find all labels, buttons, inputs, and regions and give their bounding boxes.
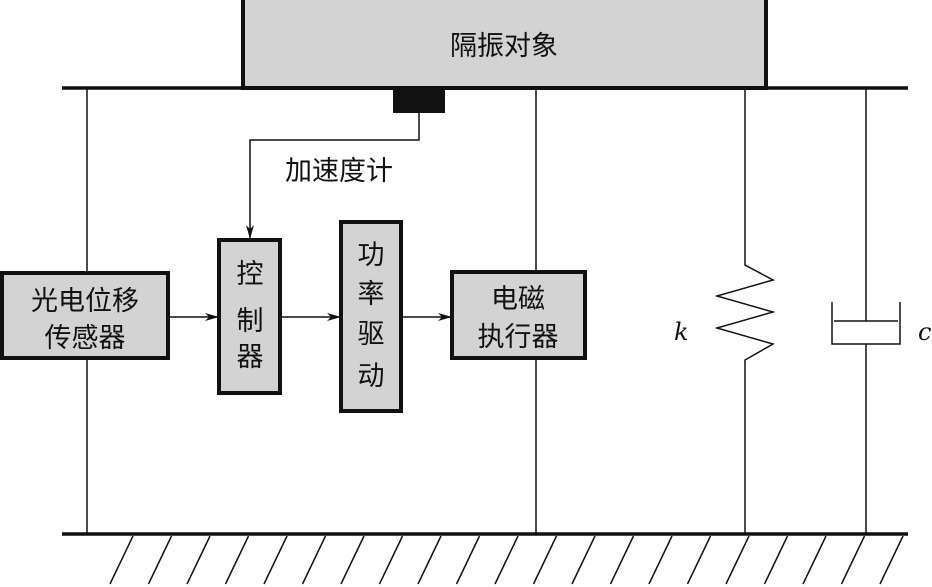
hatch-line [763, 535, 789, 585]
hatch-line [455, 535, 481, 585]
sensor-label-line1: 光电位移 [31, 286, 139, 317]
damping-coefficient-label: c [918, 318, 931, 346]
power-drive-char: 率 [358, 279, 385, 310]
ground-hatching [109, 535, 904, 585]
hatch-line [224, 535, 250, 585]
electromagnetic-actuator-block: 电磁 执行器 [450, 270, 587, 360]
hatch-line [686, 535, 712, 585]
hatch-line [301, 535, 327, 585]
isolated-object-block: 隔振对象 [241, 0, 768, 90]
hatch-line [109, 535, 134, 585]
hatch-line [532, 535, 558, 585]
hatch-line [571, 535, 596, 585]
power-drive-char: 驱 [358, 319, 385, 350]
accelerometer-signal-line [246, 113, 420, 239]
hatch-line [340, 535, 365, 585]
hatch-line [186, 535, 211, 585]
hatch-line [609, 535, 635, 585]
hatch-line [840, 535, 866, 585]
damper [831, 88, 901, 534]
spring [714, 88, 776, 534]
hatch-line [802, 535, 827, 585]
accelerometer-label: 加速度计 [285, 156, 393, 187]
hatch-line [417, 535, 442, 585]
controller-char: 控 [237, 259, 264, 290]
power-drive-char: 动 [358, 361, 385, 392]
controller-char: 器 [237, 342, 264, 373]
actuator-label-line2: 执行器 [478, 322, 559, 353]
isolated-object-label: 隔振对象 [450, 31, 558, 62]
spring-constant-label: k [674, 318, 689, 346]
hatch-line [725, 535, 750, 585]
hatch-line [147, 535, 173, 585]
accelerometer-sensor [393, 88, 445, 113]
controller-char: 制 [237, 306, 264, 337]
hatch-line [494, 535, 519, 585]
displacement-sensor-block: 光电位移 传感器 [0, 271, 170, 360]
hatch-line [378, 535, 404, 585]
power-drive-char: 功 [358, 240, 385, 271]
hatch-line [879, 535, 904, 585]
hatch-line [263, 535, 288, 585]
actuator-label-line1: 电磁 [491, 284, 545, 315]
hatch-line [648, 535, 673, 585]
sensor-label-line2: 传感器 [45, 323, 126, 354]
controller-block: 控 制 器 [217, 238, 282, 395]
power-drive-block: 功 率 驱 动 [339, 220, 403, 413]
